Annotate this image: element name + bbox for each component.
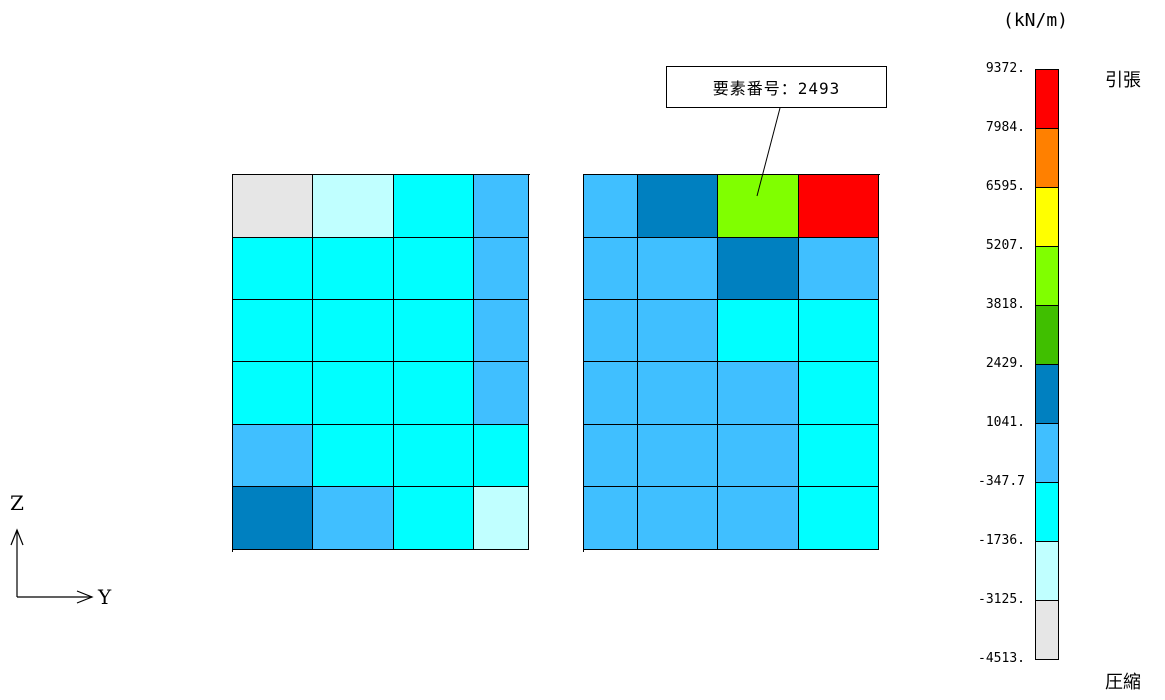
left-wall-cell [474,238,529,300]
element-callout: 要素番号：2493 [666,66,887,108]
left-wall-cell [474,300,529,362]
right-wall-cell [584,175,638,238]
left-wall-cell [233,238,313,300]
legend-tick-label: -347.7 [978,474,1025,489]
legend-tick-label: 6595. [985,179,1025,194]
legend-tick-label: 1041. [985,415,1025,430]
legend-tick-label: -3125. [978,592,1025,607]
left-wall-cell [313,362,394,425]
left-wall-cell [233,487,313,550]
legend-band [1035,187,1059,247]
legend-band [1035,305,1059,365]
right-wall-cell [584,425,638,487]
right-wall-cell [584,362,638,425]
right-wall-cell [638,487,718,550]
right-wall-cell [584,238,638,300]
right-wall-mesh [583,174,880,552]
left-wall-cell [233,425,313,487]
legend-tick-label: -4513. [978,651,1025,666]
left-wall-cell [474,175,529,238]
left-wall-cell [394,238,474,300]
right-wall-cell [799,425,879,487]
left-wall-cell [474,425,529,487]
left-wall-cell [313,238,394,300]
right-wall-cell [718,487,799,550]
legend-tick-label: 9372. [985,61,1025,76]
legend-tick-label: 7984. [985,120,1025,135]
left-wall-cell [313,487,394,550]
right-wall-cell [638,238,718,300]
color-legend-bar [1035,69,1059,660]
unit-label: (kN/m) [1003,10,1069,31]
tension-label: 引張 [1105,70,1141,91]
left-wall-cell [394,487,474,550]
left-wall-cell [394,425,474,487]
legend-tick-label: 2429. [985,356,1025,371]
legend-band [1035,364,1059,424]
left-wall-cell [394,175,474,238]
legend-band [1035,600,1059,660]
left-wall-cell [394,300,474,362]
right-wall-cell [638,300,718,362]
right-wall-cell [584,300,638,362]
left-wall-cell [474,487,529,550]
legend-band [1035,128,1059,188]
right-wall-cell [799,487,879,550]
z-axis-arrowhead [10,528,24,546]
legend-band [1035,423,1059,483]
left-wall-mesh [232,174,530,552]
right-wall-cell [718,362,799,425]
right-wall-cell [584,487,638,550]
y-axis-arrowhead [76,590,94,604]
callout-leader-line [756,107,781,197]
right-wall-cell [799,175,879,238]
compression-label: 圧縮 [1105,672,1141,693]
y-axis-label: Y [98,585,112,609]
right-wall-cell [718,425,799,487]
legend-tick-label: 5207. [985,238,1025,253]
left-wall-cell [233,300,313,362]
right-wall-cell [718,175,799,238]
legend-band [1035,541,1059,601]
legend-tick-label: 3818. [985,297,1025,312]
right-wall-cell [718,238,799,300]
legend-band [1035,482,1059,542]
right-wall-cell [799,300,879,362]
left-wall-cell [233,362,313,425]
right-wall-cell [799,238,879,300]
left-wall-cell [233,175,313,238]
left-wall-cell [474,362,529,425]
z-axis-label: Z [10,491,24,515]
right-wall-cell [638,425,718,487]
left-wall-cell [313,300,394,362]
left-wall-cell [313,425,394,487]
right-wall-cell [638,175,718,238]
element-callout-text: 要素番号：2493 [712,79,841,98]
left-wall-cell [394,362,474,425]
right-wall-cell [718,300,799,362]
left-wall-cell [313,175,394,238]
legend-band [1035,69,1059,129]
right-wall-cell [638,362,718,425]
legend-tick-label: -1736. [978,533,1025,548]
right-wall-cell [799,362,879,425]
